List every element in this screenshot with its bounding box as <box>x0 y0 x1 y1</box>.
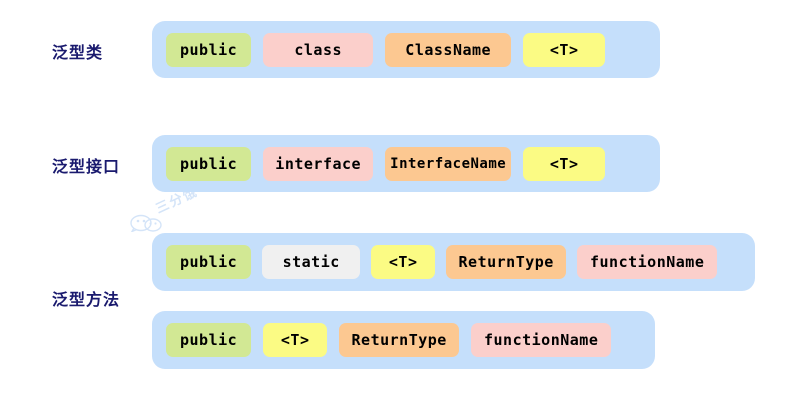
chip-static[interactable]: static <box>262 245 361 279</box>
row-label-generic-method: 泛型方法 <box>52 290 121 309</box>
chip-class[interactable]: class <box>263 32 374 67</box>
wechat-logo-icon <box>130 214 162 232</box>
band-generic-method-static: public static <T> ReturnType functionNam… <box>152 233 755 291</box>
chip-interface[interactable]: interface <box>263 146 374 181</box>
chip-type-parameter[interactable]: <T> <box>263 323 328 357</box>
row-label-generic-class: 泛型类 <box>52 43 104 62</box>
chip-public[interactable]: public <box>166 245 252 279</box>
watermark: 三分饿 <box>130 184 226 234</box>
chip-function-name[interactable]: functionName <box>471 323 612 357</box>
chip-type-parameter[interactable]: <T> <box>371 245 436 279</box>
chip-type-parameter[interactable]: <T> <box>523 146 606 181</box>
band-generic-interface: public interface InterfaceName <T> <box>152 135 660 192</box>
row-label-generic-interface: 泛型接口 <box>52 157 121 176</box>
chip-type-parameter[interactable]: <T> <box>523 32 606 67</box>
chip-interface-name[interactable]: InterfaceName <box>385 146 512 181</box>
chip-public[interactable]: public <box>166 32 252 67</box>
chip-return-type[interactable]: ReturnType <box>446 245 567 279</box>
chip-function-name[interactable]: functionName <box>577 245 718 279</box>
chip-return-type[interactable]: ReturnType <box>339 323 460 357</box>
band-generic-method-instance: public <T> ReturnType functionName <box>152 311 655 369</box>
band-generic-class: public class ClassName <T> <box>152 21 660 78</box>
chip-class-name[interactable]: ClassName <box>385 32 512 67</box>
chip-public[interactable]: public <box>166 323 252 357</box>
chip-public[interactable]: public <box>166 146 252 181</box>
